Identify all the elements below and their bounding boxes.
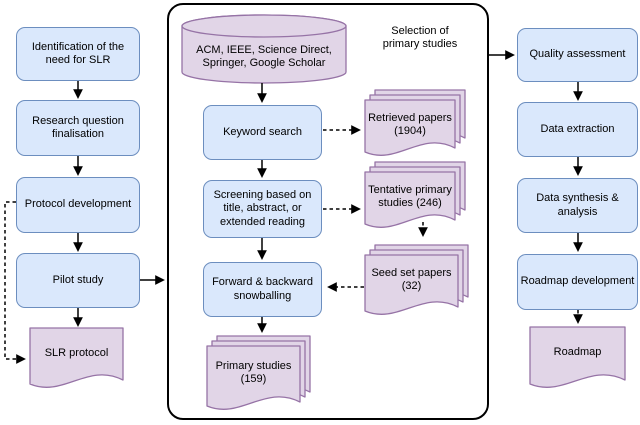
node-label: Roadmap development — [520, 275, 635, 288]
node-identification: Identification of the need for SLR — [16, 27, 140, 81]
roadmap-label: Roadmap — [553, 346, 602, 359]
node-screening: Screening based on title, abstract, or e… — [203, 180, 322, 238]
node-label: Pilot study — [52, 273, 104, 286]
panel-title: Selection of primary studies — [382, 24, 458, 50]
selection-panel — [167, 3, 489, 420]
retrieved-papers-stack — [364, 89, 466, 156]
retrieved-papers-label: Retrieved papers (1904) — [368, 111, 452, 137]
dashed-arrows — [4, 125, 583, 364]
seed-set-stack — [364, 244, 469, 315]
databases-label: ACM, IEEE, Science Direct, Springer, Goo… — [196, 43, 332, 69]
seed-set-label: Seed set papers (32) — [371, 266, 452, 292]
node-snowballing: Forward & backward snowballing — [203, 262, 322, 317]
node-label: Data synthesis & analysis — [536, 192, 619, 218]
node-label: Keyword search — [223, 125, 302, 138]
slr-protocol-document — [29, 327, 124, 388]
tentative-studies-stack — [364, 161, 466, 228]
node-data-synthesis: Data synthesis & analysis — [517, 178, 638, 233]
node-quality-assessment: Quality assessment — [517, 28, 638, 82]
node-label: Identification of the need for SLR — [31, 40, 125, 66]
node-research-question: Research question finalisation — [16, 100, 140, 156]
arrow-protocol-to-slrprotocol-feedback — [4, 201, 26, 364]
node-keyword-search: Keyword search — [203, 105, 322, 160]
node-roadmap-development: Roadmap development — [517, 254, 638, 310]
node-label: Forward & backward snowballing — [212, 276, 313, 302]
node-label: Screening based on title, abstract, or e… — [213, 188, 312, 228]
primary-studies-label: Primary studies (159) — [215, 359, 292, 385]
databases-cylinder — [181, 14, 347, 84]
node-label: Quality assessment — [529, 48, 626, 61]
primary-studies-stack — [206, 335, 311, 410]
tentative-studies-label: Tentative primary studies (246) — [368, 183, 452, 209]
node-pilot-study: Pilot study — [16, 253, 140, 308]
node-label: Protocol development — [24, 198, 132, 211]
solid-arrows — [73, 50, 583, 333]
roadmap-document — [529, 326, 626, 388]
slr-protocol-label: SLR protocol — [44, 347, 109, 360]
node-protocol-development: Protocol development — [16, 177, 140, 233]
node-label: Research question finalisation — [32, 114, 124, 140]
node-label: Data extraction — [540, 122, 615, 135]
node-data-extraction: Data extraction — [517, 102, 638, 157]
